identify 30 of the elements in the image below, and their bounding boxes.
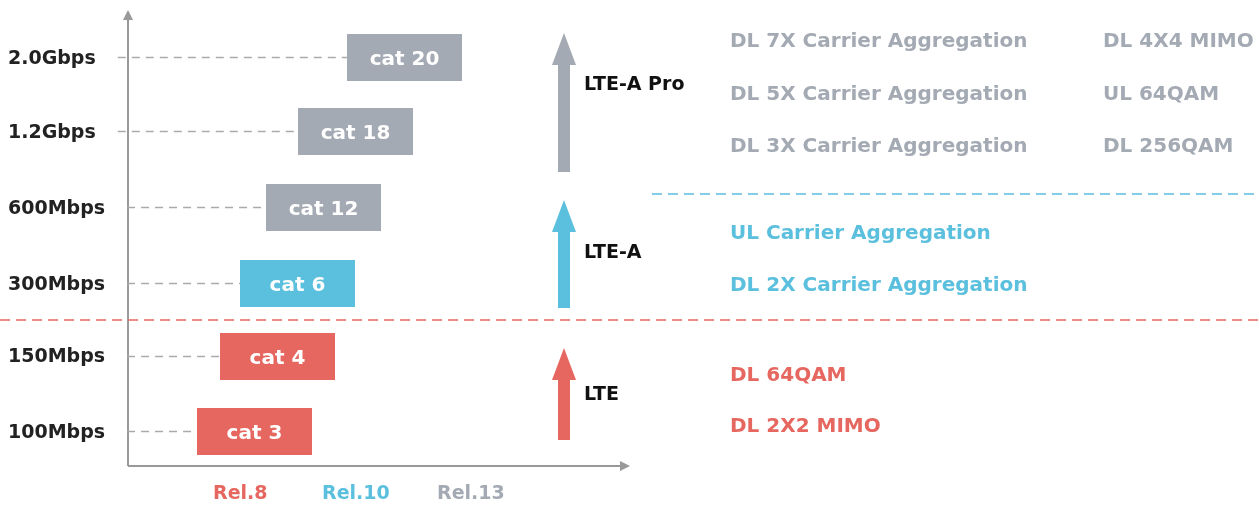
release-label: Rel.13 bbox=[437, 481, 505, 503]
feature-label: DL 7X Carrier Aggregation bbox=[730, 28, 1028, 52]
generation-label: LTE-A bbox=[584, 240, 642, 262]
feature-label: DL 2X Carrier Aggregation bbox=[730, 272, 1028, 296]
category-box: cat 12 bbox=[266, 184, 381, 231]
category-box: cat 4 bbox=[220, 333, 335, 380]
feature-label: DL 4X4 MIMO bbox=[1103, 28, 1254, 52]
feature-label: DL 2X2 MIMO bbox=[730, 413, 881, 437]
category-box: cat 20 bbox=[347, 34, 462, 81]
leader-line bbox=[117, 56, 348, 59]
feature-label: DL 3X Carrier Aggregation bbox=[730, 133, 1028, 157]
generation-label: LTE bbox=[584, 382, 619, 404]
speed-label: 300Mbps bbox=[8, 272, 106, 294]
feature-label: DL 256QAM bbox=[1103, 133, 1234, 157]
release-label: Rel.8 bbox=[213, 481, 268, 503]
category-box: cat 18 bbox=[298, 108, 413, 155]
release-label: Rel.10 bbox=[322, 481, 390, 503]
feature-label: UL 64QAM bbox=[1103, 81, 1220, 105]
category-box: cat 6 bbox=[240, 260, 355, 307]
feature-label: UL Carrier Aggregation bbox=[730, 220, 991, 244]
speed-label: 600Mbps bbox=[8, 196, 106, 218]
speed-label: 100Mbps bbox=[8, 420, 106, 442]
speed-label: 1.2Gbps bbox=[8, 120, 96, 142]
speed-label: 2.0Gbps bbox=[8, 46, 96, 68]
leader-line bbox=[126, 355, 221, 358]
feature-label: DL 5X Carrier Aggregation bbox=[730, 81, 1028, 105]
speed-label: 150Mbps bbox=[8, 344, 106, 366]
category-box: cat 3 bbox=[197, 408, 312, 455]
feature-label: DL 64QAM bbox=[730, 362, 847, 386]
generation-label: LTE-A Pro bbox=[584, 72, 685, 94]
